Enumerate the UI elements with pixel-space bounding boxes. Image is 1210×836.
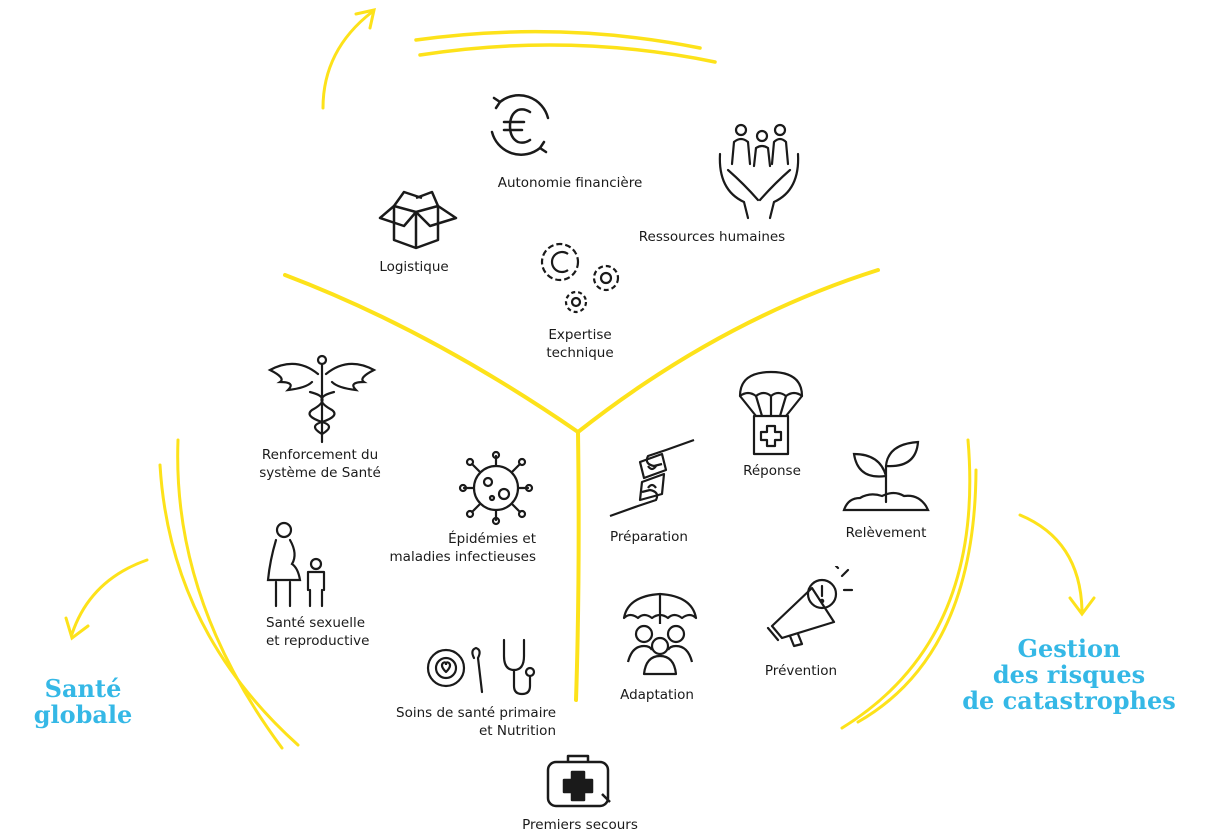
plate-stethoscope-icon bbox=[424, 636, 542, 696]
renforcement-line1: Renforcement du bbox=[261, 447, 379, 463]
gestion-line1: Gestion bbox=[1017, 634, 1121, 663]
section-title-gestion: Gestion des risques de catastrophes bbox=[934, 636, 1204, 714]
label-sante-sexuelle: Santé sexuelle et reproductive bbox=[266, 614, 426, 650]
puzzle-hands-icon bbox=[604, 436, 700, 520]
label-autonomie: Autonomie financière bbox=[470, 174, 670, 192]
label-logistique: Logistique bbox=[354, 258, 474, 276]
megaphone-icon bbox=[764, 566, 854, 648]
epidemies-line1: Épidémies et bbox=[448, 531, 536, 547]
sante-sexuelle-line2: et reproductive bbox=[266, 633, 370, 649]
gestion-line3: de catastrophes bbox=[962, 686, 1176, 715]
label-adaptation: Adaptation bbox=[602, 686, 712, 704]
soins-line2: et Nutrition bbox=[479, 723, 556, 739]
reponse-text: Réponse bbox=[743, 463, 801, 479]
autonomie-text: Autonomie financière bbox=[497, 175, 643, 191]
mother-child-icon bbox=[262, 520, 332, 610]
adaptation-text: Adaptation bbox=[620, 687, 694, 703]
label-reponse: Réponse bbox=[722, 462, 822, 480]
epidemies-line2: maladies infectieuses bbox=[389, 549, 536, 565]
ressources-text: Ressources humaines bbox=[638, 229, 786, 245]
prevention-text: Prévention bbox=[764, 663, 838, 679]
label-soins: Soins de santé primaire et Nutrition bbox=[356, 704, 556, 740]
virus-icon bbox=[458, 450, 534, 526]
renforcement-line2: système de Santé bbox=[259, 465, 381, 481]
section-title-sante: Santé globale bbox=[8, 676, 158, 728]
sante-sexuelle-line1: Santé sexuelle bbox=[266, 615, 366, 631]
hands-family-icon bbox=[714, 120, 804, 220]
expertise-line2: technique bbox=[546, 345, 614, 361]
label-prevention: Prévention bbox=[746, 662, 856, 680]
euro-cycle-icon bbox=[478, 90, 562, 160]
label-epidemies: Épidémies et maladies infectieuses bbox=[336, 530, 536, 566]
box-icon bbox=[376, 188, 460, 252]
umbrella-people-icon bbox=[620, 590, 700, 676]
label-releve: Relèvement bbox=[826, 524, 946, 542]
sante-line1: Santé bbox=[44, 674, 122, 703]
sante-line2: globale bbox=[33, 700, 133, 729]
caduceus-icon bbox=[266, 352, 378, 444]
gears-icon bbox=[532, 236, 632, 318]
label-renforcement: Renforcement du système de Santé bbox=[240, 446, 400, 482]
label-preparation: Préparation bbox=[594, 528, 704, 546]
premiers-text: Premiers secours bbox=[522, 817, 638, 833]
logistique-text: Logistique bbox=[379, 259, 449, 275]
label-expertise: Expertise technique bbox=[520, 326, 640, 362]
soins-line1: Soins de santé primaire bbox=[396, 705, 556, 721]
label-premiers: Premiers secours bbox=[490, 816, 670, 834]
expertise-line1: Expertise bbox=[548, 327, 612, 343]
parachute-box-icon bbox=[736, 370, 806, 456]
sprout-icon bbox=[840, 440, 932, 516]
label-ressources: Ressources humaines bbox=[612, 228, 812, 246]
gestion-line2: des risques bbox=[992, 660, 1146, 689]
releve-text: Relèvement bbox=[845, 525, 927, 541]
preparation-text: Préparation bbox=[610, 529, 688, 545]
first-aid-kit-icon bbox=[544, 752, 612, 810]
